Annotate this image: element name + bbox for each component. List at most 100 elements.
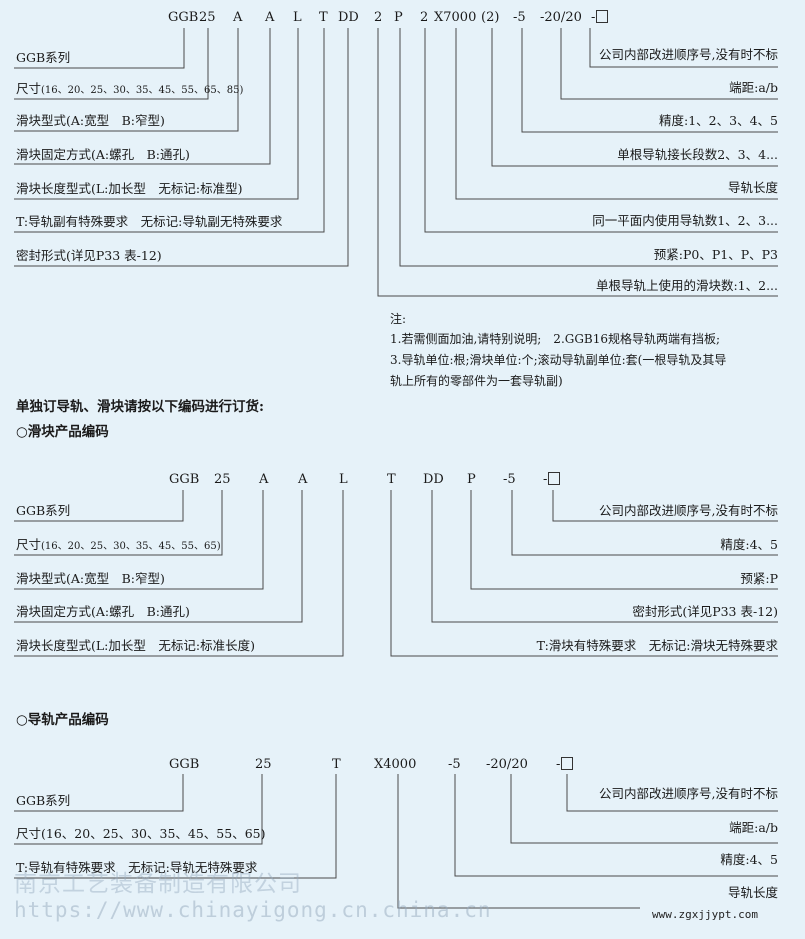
rail-section-title: ○导轨产品编码 — [16, 712, 109, 728]
connector — [14, 774, 263, 845]
label-rail-length: 导轨长度 — [727, 180, 778, 195]
code-ggb: GGB — [168, 10, 199, 25]
label-size: 尺寸(16、20、25、30、35、45、55、65、85) — [16, 81, 244, 96]
notes-title: 注: — [390, 312, 407, 326]
code-size: 25 — [214, 472, 231, 487]
label-seal: 密封形式(详见P33 表-12) — [16, 248, 162, 263]
code-serial: - — [591, 10, 609, 26]
connector — [399, 28, 778, 267]
code-size: 25 — [199, 10, 216, 25]
connector — [14, 28, 185, 69]
note-line: 3.导轨单位:根;滑块单位:个;滚动导轨副单位:套(一根导轨及其导 — [390, 353, 727, 367]
code-end-distance: -20/20 — [486, 757, 528, 772]
connector — [454, 774, 778, 877]
label-special: T:滑块有特殊要求 无标记:滑块无特殊要求 — [536, 638, 778, 653]
connector — [14, 28, 209, 100]
connector — [511, 490, 778, 556]
code-ggb: GGB — [169, 757, 200, 772]
code-serial: - — [556, 757, 574, 773]
code-precision: -5 — [503, 472, 516, 487]
label-seal: 密封形式(详见P33 表-12) — [632, 604, 778, 619]
code-special: T — [387, 472, 396, 487]
blank-box-icon — [596, 10, 609, 23]
connector — [14, 490, 303, 623]
code-precision: -5 — [448, 757, 461, 772]
connector — [431, 490, 778, 623]
label-size: 尺寸(16、20、25、30、35、45、55、65) — [16, 826, 266, 841]
note-line: 1.若需侧面加油,请特别说明; 2.GGB16规格导轨两端有挡板; — [390, 332, 721, 346]
connector — [470, 490, 778, 590]
label-serial: 公司内部改进顺序号,没有时不标 — [599, 503, 778, 518]
code-rail-count: 2 — [420, 10, 429, 25]
code-slider-type: A — [259, 472, 269, 487]
code-precision: -5 — [513, 10, 526, 25]
label-special: T:导轨副有特殊要求 无标记:导轨副无特殊要求 — [16, 214, 283, 229]
connector — [491, 28, 778, 167]
label-precision: 精度:4、5 — [720, 852, 778, 867]
connector — [390, 490, 778, 657]
connector — [14, 490, 264, 590]
connector — [566, 774, 778, 812]
connector — [455, 28, 778, 200]
site-url: www.zgxjjypt.com — [652, 908, 758, 921]
note-line: 轨上所有的零部件为一套导轨副) — [390, 374, 563, 388]
connector — [14, 28, 349, 267]
code-ggb: GGB — [169, 472, 200, 487]
label-preload: 预紧:P — [740, 571, 778, 586]
code-slider-count: 2 — [374, 10, 383, 25]
label-serial: 公司内部改进顺序号,没有时不标 — [599, 47, 778, 62]
connector — [424, 28, 778, 233]
code-preload: P — [467, 472, 476, 487]
code-segments: (2) — [481, 10, 500, 25]
connector — [14, 28, 299, 200]
label-length-type: 滑块长度型式(L:加长型 无标记:标准型) — [16, 181, 243, 196]
code-length-type: L — [293, 10, 302, 25]
connector — [521, 28, 778, 133]
code-special: T — [332, 757, 341, 772]
slider-section-title: ○滑块产品编码 — [16, 424, 109, 440]
connector — [14, 28, 325, 233]
label-length-type: 滑块长度型式(L:加长型 无标记:标准长度) — [16, 638, 255, 653]
label-fix-type: 滑块固定方式(A:螺孔 B:通孔) — [16, 604, 190, 619]
connector — [560, 28, 778, 100]
connector — [14, 774, 337, 879]
connector — [397, 774, 640, 909]
code-fix-type: A — [265, 10, 275, 25]
order-title: 单独订导轨、滑块请按以下编码进行订货: — [16, 399, 264, 415]
label-serial: 公司内部改进顺序号,没有时不标 — [599, 786, 778, 801]
code-fix-type: A — [298, 472, 308, 487]
label-precision: 精度:4、5 — [720, 537, 778, 552]
label-series: GGB系列 — [16, 50, 71, 65]
code-length-type: L — [339, 472, 348, 487]
label-slider-type: 滑块型式(A:宽型 B:窄型) — [16, 571, 165, 586]
connector — [377, 28, 778, 297]
code-end-distance: -20/20 — [540, 10, 582, 25]
label-series: GGB系列 — [16, 503, 71, 518]
label-rail-length: 导轨长度 — [727, 885, 778, 900]
connector — [589, 28, 778, 68]
code-preload: P — [394, 10, 403, 25]
label-rail-count: 同一平面内使用导轨数1、2、3... — [592, 213, 778, 228]
blank-box-icon — [548, 472, 561, 485]
connector — [14, 28, 239, 132]
connector — [14, 490, 184, 522]
connector — [14, 774, 184, 812]
code-seal: DD — [338, 10, 359, 25]
connector — [14, 28, 271, 165]
label-end-distance: 端距:a/b — [729, 820, 778, 835]
code-rail-length: X7000 — [434, 10, 477, 25]
connector — [510, 774, 778, 844]
watermark-company: 南京工艺装备制造有限公司 — [14, 871, 302, 897]
connector — [14, 490, 223, 556]
code-serial: - — [543, 472, 561, 488]
label-preload: 预紧:P0、P1、P、P3 — [653, 247, 778, 262]
connector — [14, 490, 344, 657]
label-series: GGB系列 — [16, 793, 71, 808]
code-seal: DD — [423, 472, 444, 487]
label-segments: 单根导轨接长段数2、3、4... — [617, 147, 778, 162]
code-rail-length: X4000 — [374, 757, 417, 772]
label-slider-type: 滑块型式(A:宽型 B:窄型) — [16, 113, 165, 128]
connector — [552, 490, 778, 522]
label-fix-type: 滑块固定方式(A:螺孔 B:通孔) — [16, 147, 190, 162]
